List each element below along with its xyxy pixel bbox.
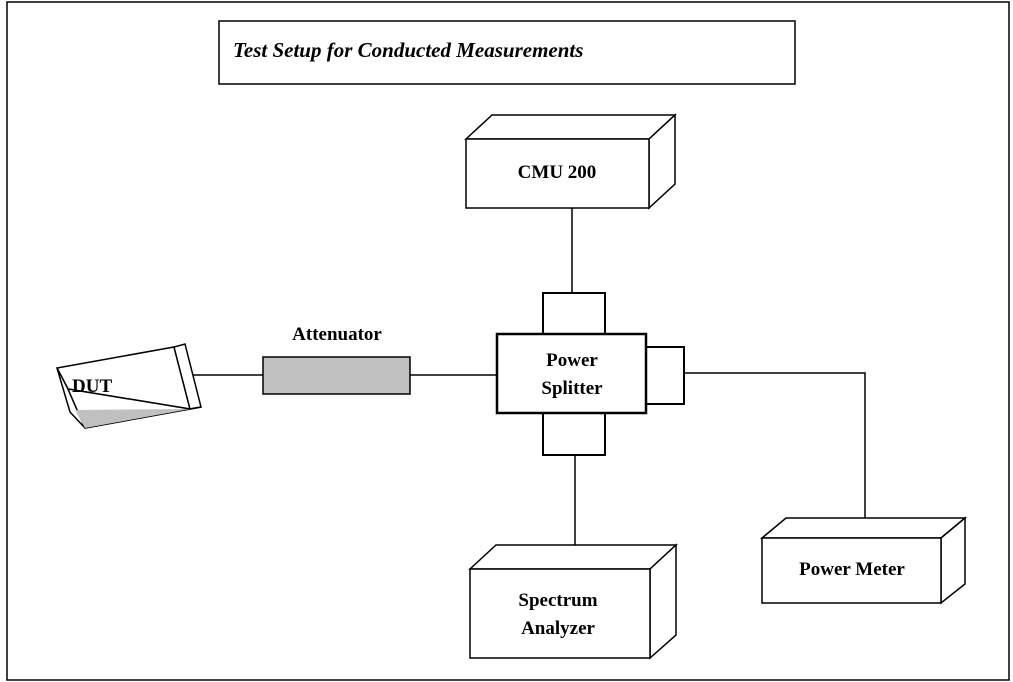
dut-shadow-fill [75, 409, 190, 428]
title-box: Test Setup for Conducted Measurements [218, 20, 796, 85]
spectrum-label-line2: Analyzer [521, 618, 595, 639]
connection-wires [167, 208, 866, 545]
splitter-bottom-port [542, 412, 606, 456]
attenuator-label: Attenuator [292, 324, 382, 345]
splitter-top-port [542, 292, 606, 335]
power-meter-top-face [759, 517, 968, 539]
spectrum-analyzer-box: Spectrum Analyzer [468, 543, 678, 660]
cmu-top-face [464, 114, 677, 140]
outer-frame [6, 1, 1010, 681]
title-box-border [218, 20, 796, 85]
splitter-body [495, 332, 648, 415]
splitter-label-line1: Power [546, 350, 598, 371]
spectrum-label-line1: Spectrum [518, 590, 597, 611]
splitter-right-port [645, 346, 685, 405]
spectrum-top-face [468, 544, 678, 570]
cmu-200-box: CMU 200 [464, 113, 677, 210]
attenuator: Attenuator [262, 324, 411, 395]
power-meter-front-face [761, 537, 942, 604]
spectrum-front-face [469, 568, 651, 659]
wire-splitter-powermeter [684, 372, 866, 538]
power-meter-box: Power Meter [759, 516, 968, 605]
power-splitter: Power Splitter [495, 292, 685, 456]
dut-box: DUT [55, 343, 202, 429]
diagram-title: Test Setup for Conducted Measurements [233, 38, 583, 62]
cmu-front-face [465, 138, 650, 209]
splitter-label-line2: Splitter [541, 378, 603, 399]
dut-label: DUT [72, 376, 112, 397]
power-meter-label: Power Meter [799, 559, 905, 580]
attenuator-body [262, 356, 411, 395]
cmu-200-label: CMU 200 [518, 162, 597, 183]
